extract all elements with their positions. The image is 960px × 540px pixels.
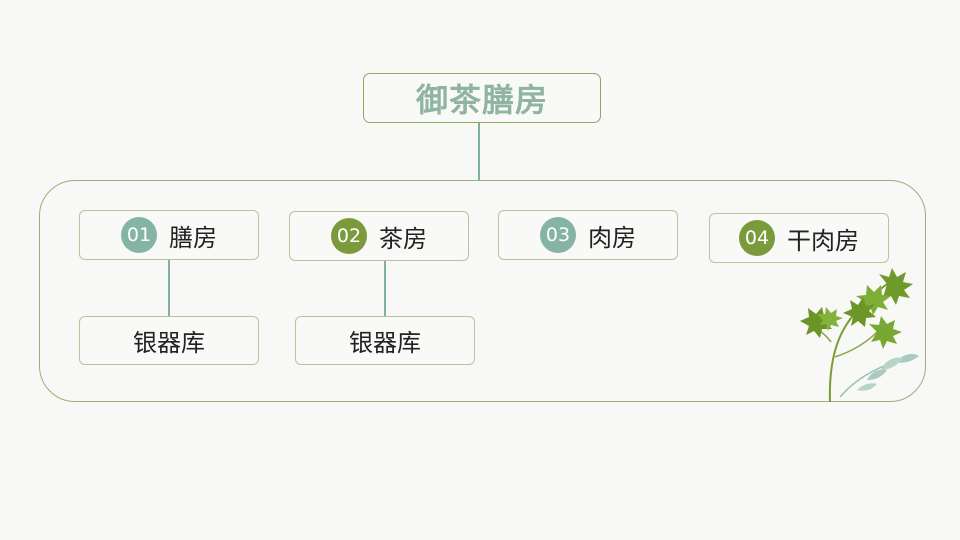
sub-node-label-02: 银器库 bbox=[349, 323, 421, 358]
sub-connector-01 bbox=[168, 260, 170, 316]
number-badge-04: 04 bbox=[739, 220, 775, 256]
department-label-03: 肉房 bbox=[588, 218, 636, 253]
department-label-02: 茶房 bbox=[379, 219, 427, 254]
number-badge-02: 02 bbox=[331, 218, 367, 254]
department-label-04: 干肉房 bbox=[787, 221, 859, 256]
department-node-02: 02 茶房 bbox=[289, 211, 469, 261]
sub-connector-02 bbox=[384, 261, 386, 316]
root-title: 御茶膳房 bbox=[416, 75, 548, 121]
sub-node-02: 银器库 bbox=[295, 316, 475, 365]
department-node-03: 03 肉房 bbox=[498, 210, 678, 260]
number-badge-03: 03 bbox=[540, 217, 576, 253]
parsley-leaf-icon bbox=[795, 262, 920, 407]
department-node-04: 04 干肉房 bbox=[709, 213, 889, 263]
department-node-01: 01 膳房 bbox=[79, 210, 259, 260]
department-label-01: 膳房 bbox=[169, 218, 217, 253]
sub-node-01: 银器库 bbox=[79, 316, 259, 365]
number-badge-01: 01 bbox=[121, 217, 157, 253]
root-node: 御茶膳房 bbox=[363, 73, 601, 123]
sub-node-label-01: 银器库 bbox=[133, 323, 205, 358]
root-connector bbox=[478, 123, 480, 180]
